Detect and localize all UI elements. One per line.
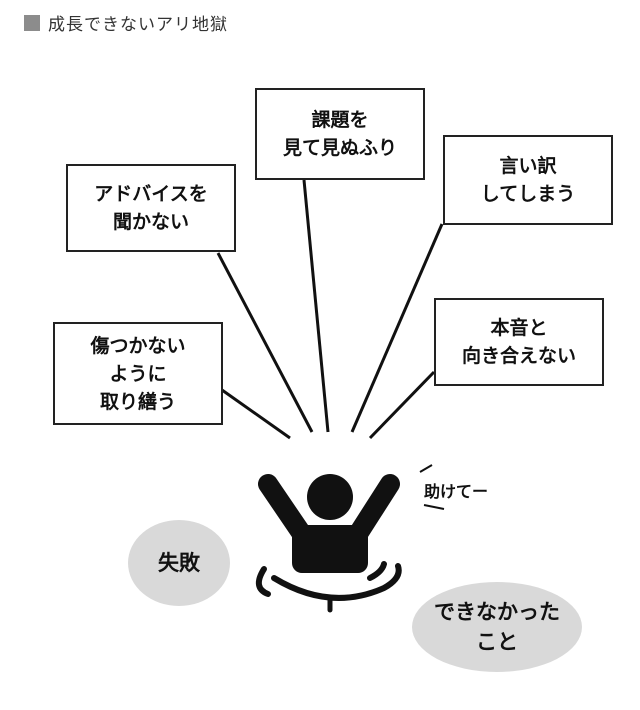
connector-line-advice <box>216 252 314 433</box>
whirlpool-icon <box>255 561 402 613</box>
bubble-failure: 失敗 <box>128 520 230 606</box>
connector-line-ignore <box>302 179 330 433</box>
box-hurt: 傷つかない ように 取り繕う <box>53 322 223 425</box>
box-ignore: 課題を 見て見ぬふり <box>255 88 425 180</box>
box-honest: 本音と 向き合えない <box>434 298 604 386</box>
shout-text: 助けてー <box>424 482 489 501</box>
sinking-person-icon <box>258 474 400 573</box>
shout-marks-icon <box>419 464 445 510</box>
connector-line-excuse <box>350 223 444 433</box>
connector-line-honest <box>368 370 436 440</box>
connector-line-hurt <box>221 388 291 440</box>
header-square-icon <box>24 14 40 31</box>
header: 成長できないアリ地獄 <box>24 10 228 35</box>
header-title: 成長できないアリ地獄 <box>48 15 228 35</box>
box-excuse: 言い訳 してしまう <box>443 135 613 225</box>
box-advice: アドバイスを 聞かない <box>66 164 236 252</box>
bubble-cannot: できなかった こと <box>412 582 582 672</box>
